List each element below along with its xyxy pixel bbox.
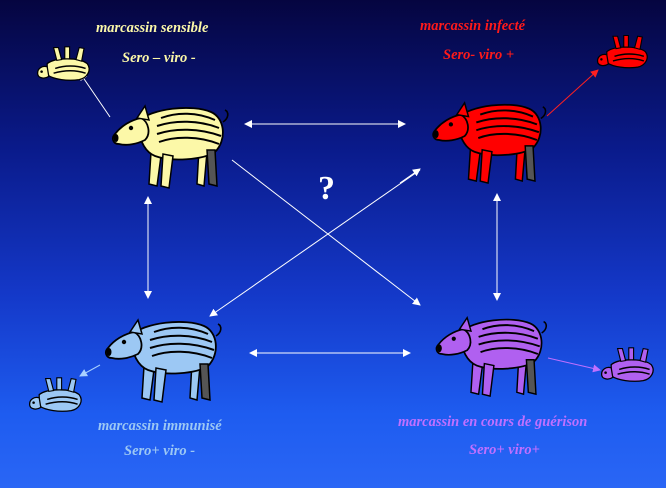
dead-piglet-infecte-icon	[598, 35, 648, 67]
edge-immunise-to-infecte	[400, 169, 420, 183]
node-infecte-status: Sero- viro +	[443, 47, 514, 64]
piglet-guerison-icon	[437, 318, 547, 396]
node-sensible-title: marcassin sensible	[96, 20, 208, 37]
node-immunise-title: marcassin immunisé	[98, 418, 222, 435]
edge-infecte-to-immunise	[210, 170, 420, 316]
edge-infecte-death	[547, 70, 598, 116]
node-guerison-status: Sero+ viro+	[469, 442, 540, 459]
dead-piglet-immunise-icon	[30, 378, 82, 411]
edge-guerison-death	[548, 358, 600, 370]
dead-piglet-sensible-icon	[38, 47, 90, 80]
piglet-immunise-icon	[106, 320, 221, 402]
node-sensible-status: Sero – viro -	[122, 50, 196, 67]
node-immunise-status: Sero+ viro -	[124, 443, 195, 460]
edge-sensible-death	[80, 73, 110, 117]
edge-immunise-death	[80, 365, 100, 376]
node-guerison-title: marcassin en cours de guérison	[398, 414, 587, 431]
dead-piglet-guerison-icon	[602, 348, 654, 381]
piglet-sensible-icon	[113, 106, 228, 188]
piglet-infecte-icon	[433, 103, 545, 183]
node-infecte-title: marcassin infecté	[420, 18, 525, 35]
center-question-mark: ?	[318, 170, 335, 208]
